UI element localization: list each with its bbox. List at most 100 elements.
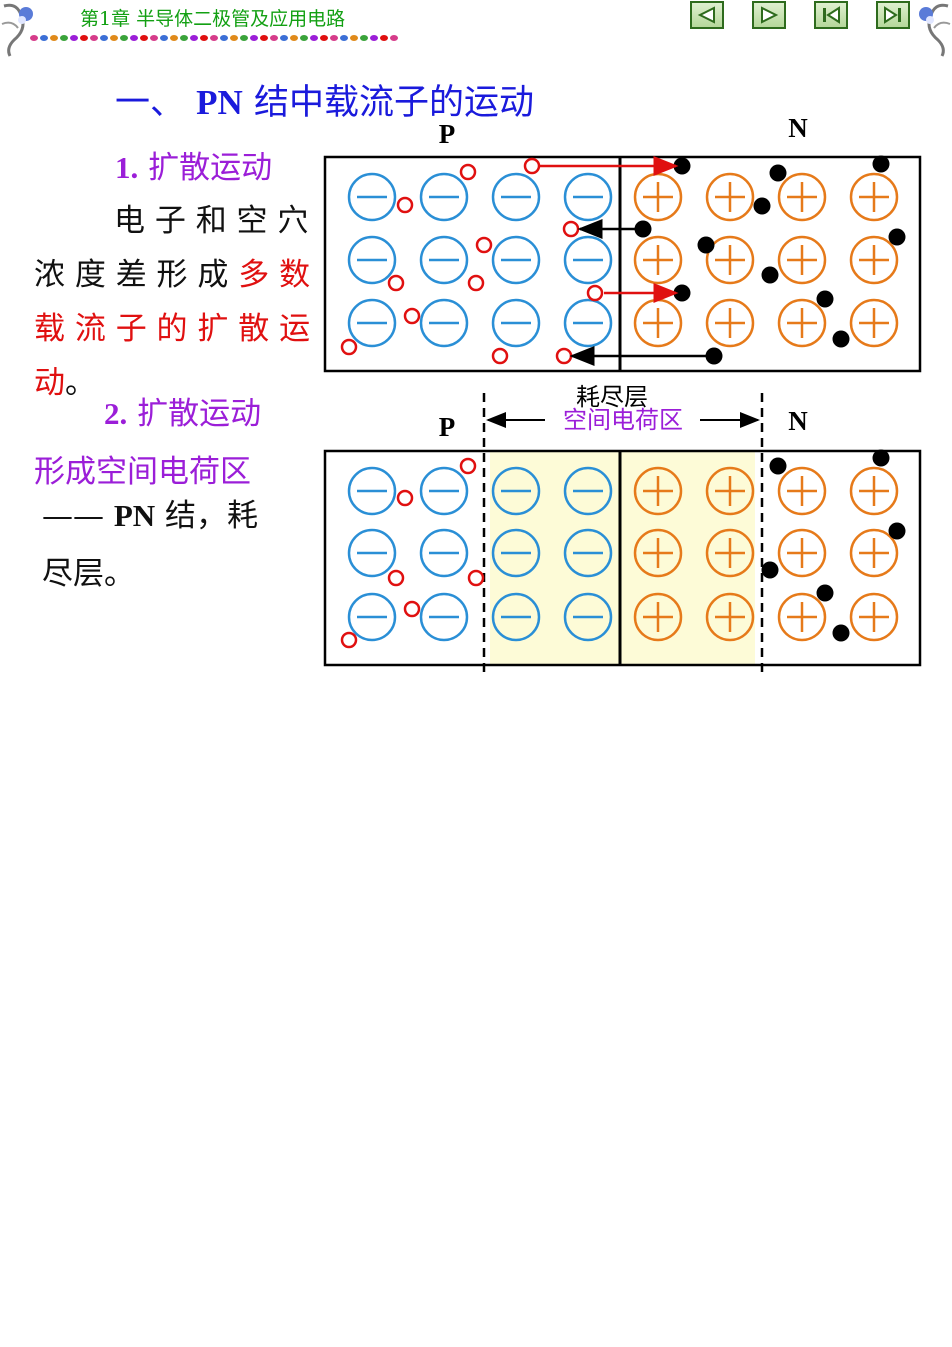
electron-carrier	[832, 624, 850, 642]
acceptor-ion	[491, 298, 541, 348]
hole-carrier	[459, 163, 477, 181]
heading-prefix: 一、	[115, 83, 186, 123]
pn-text: PN	[113, 498, 156, 533]
depletion-region-fill	[490, 452, 755, 664]
acceptor-ion	[419, 466, 469, 516]
acceptor-ion	[563, 298, 613, 348]
acceptor-ion	[419, 592, 469, 642]
donor-ion	[777, 235, 827, 285]
hole-carrier	[396, 196, 414, 214]
donor-ion	[705, 592, 755, 642]
donor-ion	[705, 528, 755, 578]
acceptor-ion	[563, 235, 613, 285]
para1-line2-red: 多 数	[238, 257, 311, 293]
hole-carrier	[467, 569, 485, 587]
subheading-space-charge: 2. 扩散运动	[104, 388, 261, 433]
skip-first-icon	[823, 6, 840, 24]
corner-ornament-left	[1, 3, 33, 57]
donor-ion	[849, 528, 899, 578]
top-p-label: P	[439, 119, 456, 149]
bottom-n-label: N	[788, 406, 808, 436]
acceptor-ion	[419, 235, 469, 285]
acceptor-ion	[419, 528, 469, 578]
subheading-2-number: 2.	[104, 396, 128, 431]
triangle-left-icon	[697, 6, 715, 24]
hole-carrier	[475, 236, 493, 254]
hole-carrier	[396, 489, 414, 507]
electron-carrier	[634, 220, 652, 238]
space-charge-label: 空间电荷区	[563, 406, 683, 434]
donor-ion	[633, 298, 683, 348]
acceptor-ion	[347, 592, 397, 642]
donor-ion	[633, 172, 683, 222]
bottom-p-label: P	[439, 412, 456, 442]
electron-carrier	[832, 330, 850, 348]
donor-ion	[705, 298, 755, 348]
hole-carrier	[387, 569, 405, 587]
chapter-title: 第1章 半导体二极管及应用电路	[80, 8, 346, 30]
pn-junction-diagram: P N 耗尽层 空间电荷区 P N	[323, 113, 922, 676]
skip-last-icon	[884, 6, 901, 24]
hole-carrier	[403, 307, 421, 325]
heading-rest: 结中载流子的运动	[242, 83, 534, 123]
electron-carrier	[816, 584, 834, 602]
electron-carrier	[673, 157, 691, 175]
hole-carrier	[562, 220, 580, 238]
hole-carrier	[586, 284, 604, 302]
electron-carrier	[673, 284, 691, 302]
decorative-bead-line	[30, 35, 398, 41]
electron-carrier	[753, 197, 771, 215]
donor-ion	[633, 592, 683, 642]
donor-ion	[849, 235, 899, 285]
acceptor-ion	[491, 235, 541, 285]
hole-carrier	[491, 347, 509, 365]
bottom-semiconductor-box	[323, 449, 922, 667]
corner-ornament-right	[919, 3, 951, 57]
acceptor-ion	[491, 528, 541, 578]
acceptor-ion	[563, 466, 613, 516]
para1-line4: 动。	[34, 356, 96, 410]
donor-ion	[705, 235, 755, 285]
subheading-1-number: 1.	[115, 150, 139, 185]
top-semiconductor-box	[323, 155, 922, 373]
electron-carrier	[769, 164, 787, 182]
acceptor-ion	[347, 235, 397, 285]
electron-carrier	[705, 347, 723, 365]
hole-carrier	[340, 631, 358, 649]
hole-carrier	[387, 274, 405, 292]
subheading-2-text: 扩散运动	[127, 396, 262, 432]
donor-ion	[633, 466, 683, 516]
donor-ion	[849, 592, 899, 642]
acceptor-ion	[563, 172, 613, 222]
last-button[interactable]	[876, 1, 910, 29]
subheading-2-line2: 形成空间电荷区	[34, 454, 251, 490]
acceptor-ion	[347, 528, 397, 578]
acceptor-ion	[491, 172, 541, 222]
hole-carrier	[555, 347, 573, 365]
para1-line2-black: 浓 度 差 形 成	[34, 257, 239, 293]
acceptor-ion	[491, 592, 541, 642]
depletion-layer-label: 耗尽层	[576, 383, 648, 411]
next-button[interactable]	[752, 1, 786, 29]
electron-carrier	[769, 457, 787, 475]
acceptor-ion	[347, 172, 397, 222]
hole-carrier	[523, 157, 541, 175]
prev-button[interactable]	[690, 1, 724, 29]
heading-pn: PN	[196, 83, 243, 122]
donor-ion	[777, 592, 827, 642]
acceptor-ion	[419, 298, 469, 348]
donor-ion	[777, 298, 827, 348]
electron-carrier	[888, 228, 906, 246]
para1-line1: 电 子 和 空 穴	[114, 203, 309, 239]
pn-junction-line: —— PN 结，耗	[42, 490, 258, 535]
section-heading: 一、 PN 结中载流子的运动	[115, 74, 534, 125]
acceptor-ion	[347, 298, 397, 348]
subheading-1-text: 扩散运动	[138, 150, 273, 186]
donor-ion	[849, 298, 899, 348]
acceptor-ion	[563, 592, 613, 642]
hole-carrier	[403, 600, 421, 618]
electron-carrier	[816, 290, 834, 308]
acceptor-ion	[491, 466, 541, 516]
first-button[interactable]	[814, 1, 848, 29]
electron-carrier	[761, 266, 779, 284]
